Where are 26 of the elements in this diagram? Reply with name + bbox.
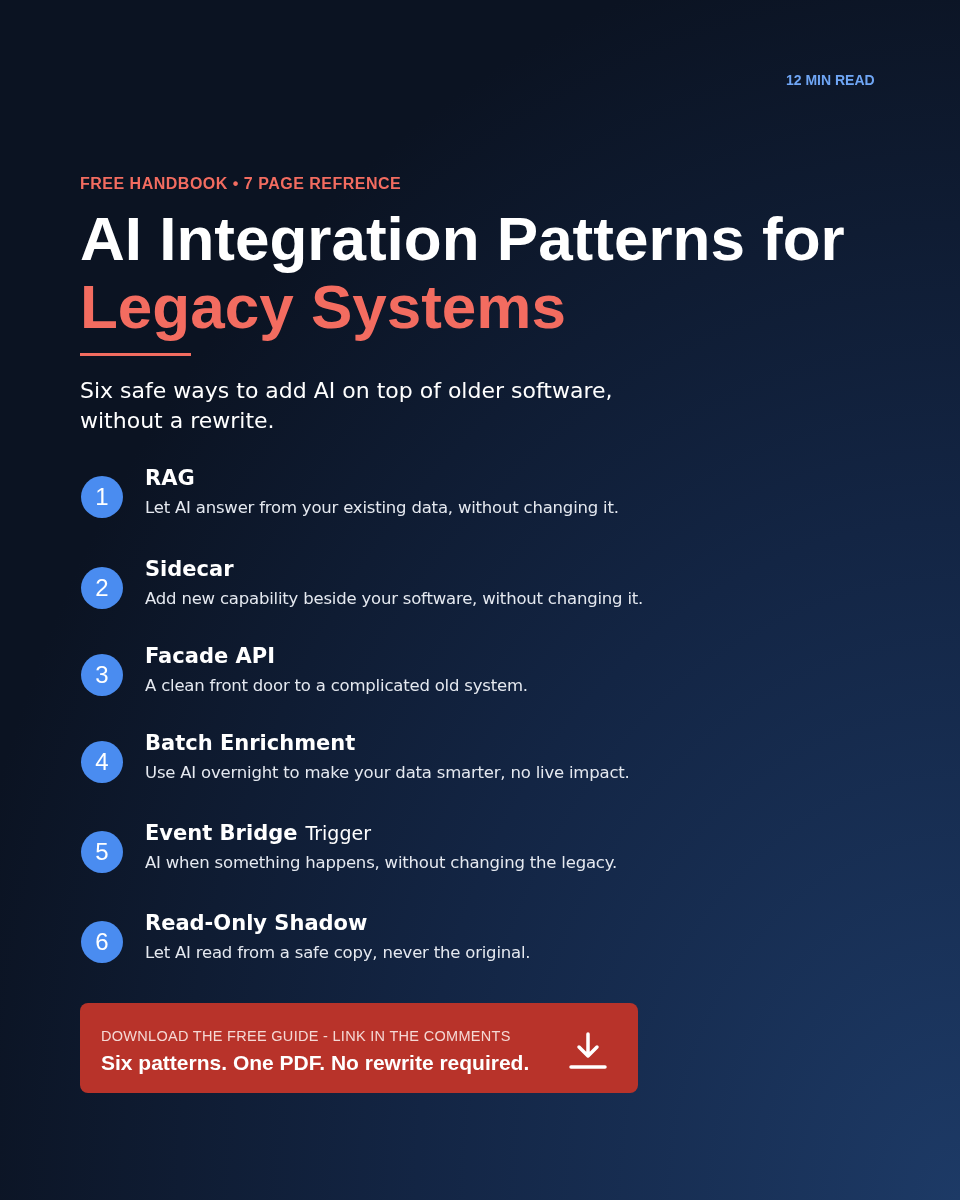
number-badge: 1 [81,476,123,518]
pattern-title: Batch Enrichment [145,731,356,755]
pattern-description: Let AI read from a safe copy, never the original. [145,943,532,962]
read-time-label: 12 MIN READ [786,72,875,88]
pattern-title: RAG [145,466,195,490]
number-badge: 2 [81,567,123,609]
pattern-description: A clean front door to a complicated old system. [145,676,529,695]
number-badge: 5 [81,831,123,873]
pattern-title: Read-Only Shadow [145,911,368,935]
banner-headline: Six patterns. One PDF. No rewrite required. [101,1051,530,1075]
pattern-description: Let AI answer from your existing data, without changing it. [145,498,620,517]
number-badge: 3 [81,654,123,696]
pattern-description: AI when something happens, without changing the legacy. [145,853,618,872]
pattern-subtitle: Trigger [305,822,371,844]
kicker-text: FREE HANDBOOK • 7 PAGE REFRENCE [80,175,402,193]
pattern-title: Event Bridge [145,821,298,845]
number-badge: 6 [81,921,123,963]
pattern-title: Facade API [145,644,275,668]
download-banner [80,1003,638,1093]
number-badge: 4 [81,741,123,783]
pattern-description: Add new capability beside your software, without changing it. [145,589,645,608]
title: AI Integration Patterns for Legacy Systems [80,205,846,341]
banner-caption: DOWNLOAD THE FREE GUIDE - LINK IN THE COMMENTS [101,1028,511,1044]
pattern-title: Sidecar [145,557,234,581]
subtitle: Six safe ways to add AI on top of older software, without a rewrite. [80,377,614,435]
pattern-description: Use AI overnight to make your data smarter, no live impact. [145,763,631,782]
